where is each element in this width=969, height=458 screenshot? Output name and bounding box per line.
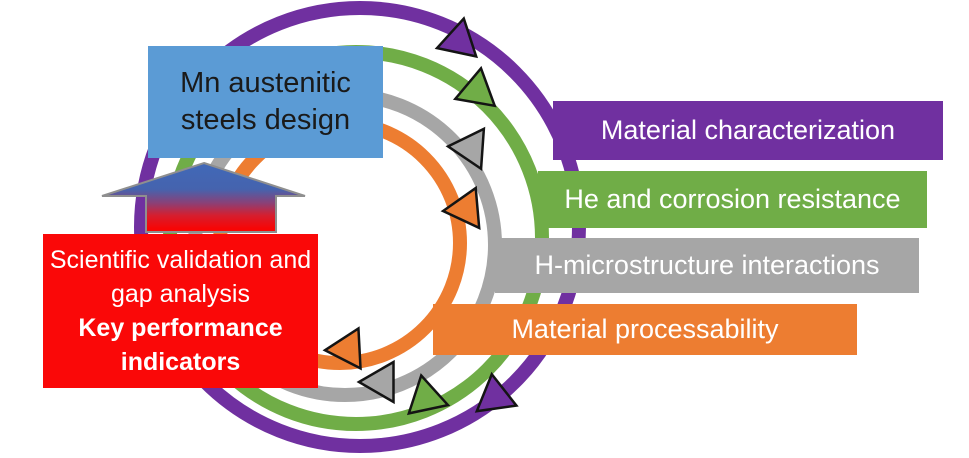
bar-label: H-microstructure interactions — [534, 250, 880, 281]
kpi-label: Key performance indicators — [78, 314, 283, 376]
design-goal-label: Mn austenitic steels design — [180, 67, 351, 136]
design-goal-box: Mn austenitic steels design — [148, 46, 383, 158]
bar-material-processability: Material processability — [433, 304, 857, 355]
bar-he-corrosion-resistance: He and corrosion resistance — [538, 171, 927, 228]
bar-material-characterization: Material characterization — [553, 101, 943, 160]
validation-box: Scientific validation and gap analysis K… — [43, 234, 318, 388]
bar-label: He and corrosion resistance — [564, 184, 901, 215]
bar-h-microstructure-interactions: H-microstructure interactions — [495, 238, 919, 293]
bar-label: Material characterization — [600, 115, 896, 146]
validation-label: Scientific validation and gap analysis — [49, 246, 312, 308]
bar-label: Material processability — [511, 314, 779, 345]
